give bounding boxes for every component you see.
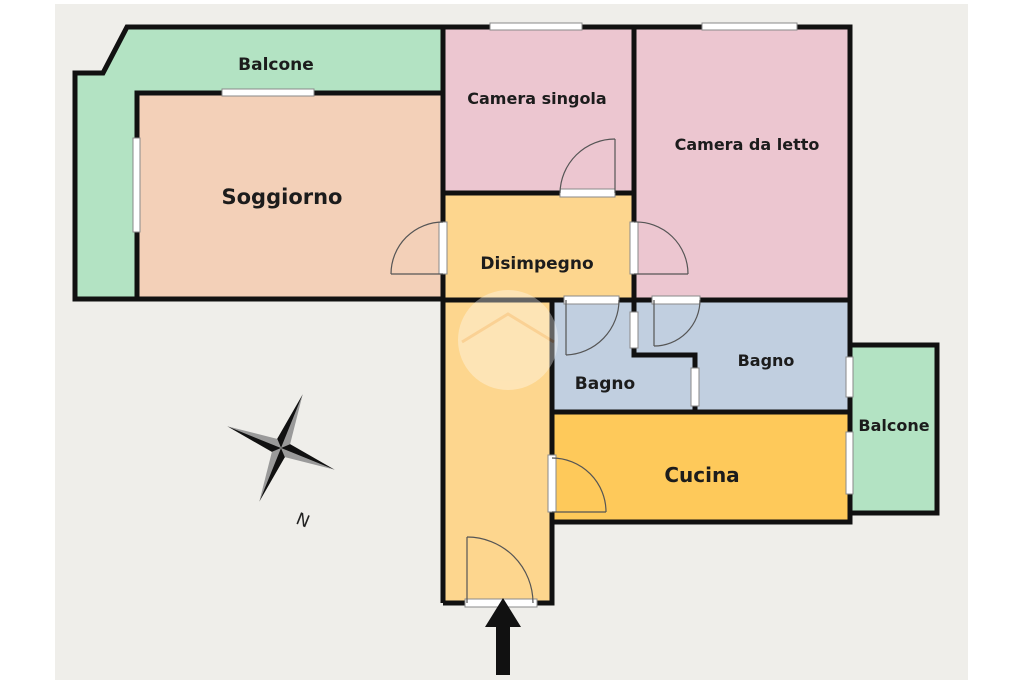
room-camera-da-letto [634, 27, 850, 300]
label-cucina: Cucina [664, 463, 739, 487]
room-balcone-top [75, 27, 443, 299]
compass-rose-icon [227, 394, 335, 502]
label-balcone-top: Balcone [238, 55, 314, 75]
label-camera-da-letto: Camera da letto [675, 135, 820, 154]
label-soggiorno: Soggiorno [222, 185, 343, 209]
label-balcone-right: Balcone [858, 416, 929, 435]
label-camera-singola: Camera singola [467, 89, 606, 108]
label-disimpegno: Disimpegno [480, 254, 593, 274]
room-cucina [552, 412, 850, 522]
label-bagno-right: Bagno [738, 351, 795, 370]
room-bagno-left [552, 300, 695, 412]
label-bagno-left: Bagno [575, 374, 635, 394]
entrance-arrow-icon [485, 598, 521, 675]
room-balcone-right [850, 345, 937, 513]
room-bagno-right [634, 300, 850, 412]
windows [132, 22, 854, 495]
room-camera-singola [443, 27, 634, 193]
watermark-logo-icon [458, 290, 558, 390]
